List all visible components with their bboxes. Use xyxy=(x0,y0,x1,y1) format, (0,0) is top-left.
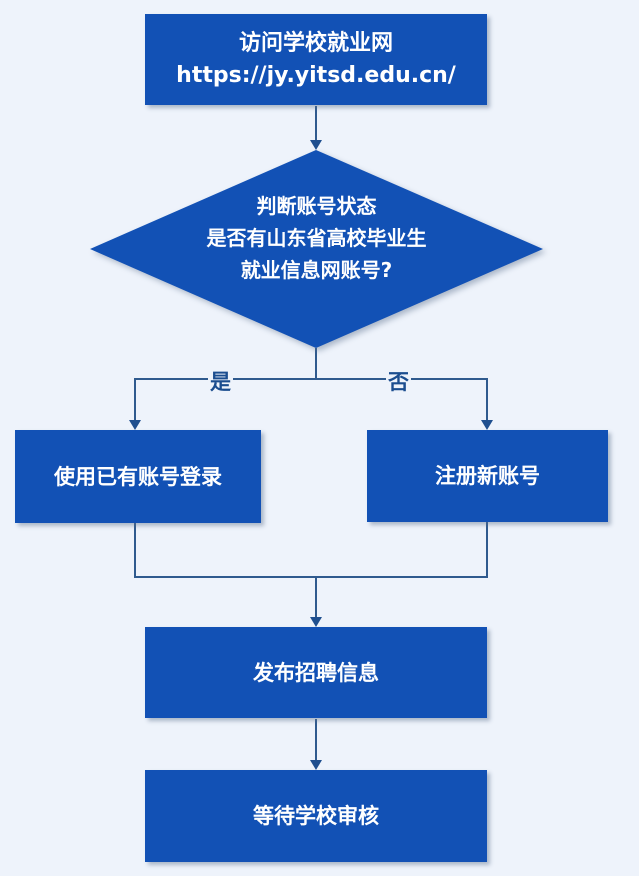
decision-line-1: 判断账号状态 xyxy=(256,194,377,218)
decision-diamond xyxy=(90,150,543,348)
login-label: 使用已有账号登录 xyxy=(54,464,222,489)
decision-line-2: 是否有山东省高校毕业生 xyxy=(206,226,427,250)
review-label: 等待学校审核 xyxy=(253,804,379,828)
register-label: 注册新账号 xyxy=(435,464,540,488)
arrowhead xyxy=(481,420,493,430)
start-url[interactable]: https://jy.yitsd.edu.cn/ xyxy=(176,62,456,88)
merge-line xyxy=(134,522,488,578)
login-box: 使用已有账号登录 xyxy=(15,430,261,523)
decision-text: 判断账号状态 是否有山东省高校毕业生 就业信息网账号? xyxy=(90,190,543,286)
publish-box: 发布招聘信息 xyxy=(145,627,487,718)
no-label: 否 xyxy=(386,366,411,396)
start-box: 访问学校就业网 https://jy.yitsd.edu.cn/ xyxy=(145,14,487,105)
register-box: 注册新账号 xyxy=(367,430,608,522)
branch-line xyxy=(134,378,488,420)
publish-label: 发布招聘信息 xyxy=(253,660,379,685)
arrowhead xyxy=(129,420,141,430)
arrowhead xyxy=(310,760,322,770)
yes-label: 是 xyxy=(208,366,233,396)
arrowhead xyxy=(310,140,322,150)
start-title: 访问学校就业网 xyxy=(238,30,393,56)
decision-line-3: 就业信息网账号? xyxy=(240,258,393,282)
arrowhead xyxy=(310,617,322,627)
review-box: 等待学校审核 xyxy=(145,770,487,862)
